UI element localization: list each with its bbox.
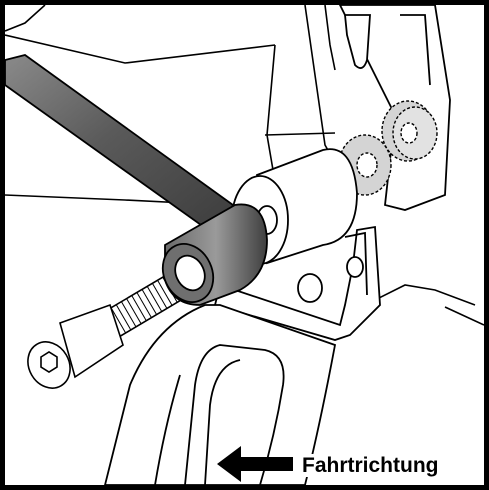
socket-wrench (5, 54, 268, 306)
illustration (5, 5, 484, 485)
washers (338, 100, 438, 196)
left-arrow-icon (217, 446, 293, 482)
bolt (27, 265, 195, 389)
frame-structure (5, 5, 484, 326)
direction-label: Fahrtrichtung (300, 454, 441, 478)
frame-tube (104, 304, 337, 485)
lower-bracket (213, 225, 381, 341)
